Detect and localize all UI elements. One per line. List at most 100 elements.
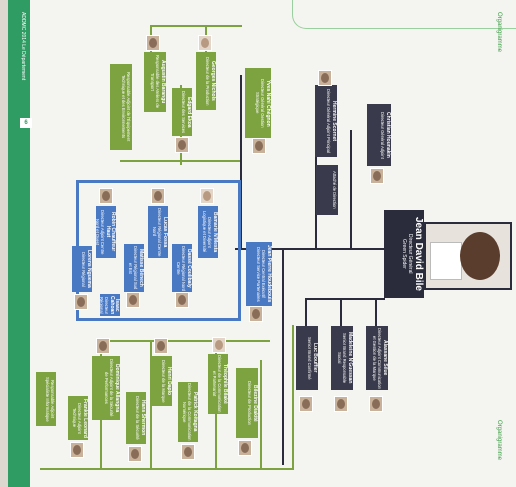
decorative-arc — [292, 0, 516, 29]
green-box-8-role: Directeur de la Marque — [161, 359, 166, 403]
green-box-7-role: Directeur de la Communication Numérique — [182, 383, 192, 441]
dark-box-3-role: Directeur Adjoint Communication et Gesti… — [372, 327, 382, 389]
dark-box-4-name: Madeleine N'Guessan — [347, 332, 353, 384]
green-box-11-role: Directeur Adjoint Technique — [72, 402, 82, 434]
green-box-3-name: Edgard Ekoa — [186, 96, 192, 128]
blue-box-1-name: Bamarie N'Mesta — [212, 211, 218, 253]
blue-right-connector — [238, 180, 241, 320]
green-box-0: Yves Nahi Chégnon Directeur Général Gest… — [245, 68, 271, 138]
green-bottom-connector — [40, 468, 294, 470]
green-box-10-role: Directeur Adjoint de la Sécurité de Perf… — [104, 359, 114, 417]
green-box-9-name: Hans Shermon — [140, 400, 146, 436]
green-box-11-name: Frankie Leonard — [82, 398, 88, 438]
green-bottom-spine — [292, 325, 294, 470]
spine-upper — [240, 75, 242, 250]
green-photo-2 — [146, 35, 160, 51]
blue-photo-0 — [249, 306, 263, 322]
blue-box-0: Jean Pierre Houdebouis Directeur Central… — [246, 242, 272, 306]
green-box-9-role: Directeur de la Sécurité — [135, 396, 140, 440]
blue-photo-1 — [200, 188, 214, 204]
dark-box-2: Attaché de Direction — [316, 165, 338, 215]
blue-box-3: Dassé Coulibaly Directeur Régional Nord … — [172, 244, 192, 292]
dark-box-4: Madeleine N'Guessan Senior Brand Respons… — [331, 326, 353, 390]
green-photo-3 — [175, 137, 189, 153]
section-label-top: Organigramme — [496, 12, 502, 53]
dark-photo-3 — [369, 396, 383, 412]
green-box-8: Henri Daplo Directeur de la Marque — [152, 356, 172, 406]
dark-box-3-name: Alassane Silue — [382, 340, 388, 376]
green-box-12: Responsable Adjoint Spécialiste Informat… — [36, 372, 56, 426]
blue-photo-5 — [126, 292, 140, 308]
green-box-2-role: Responsable des Ateliers de Transport — [150, 55, 160, 109]
green-box-3: Edgard Ekoa Directeur des Services — [172, 88, 192, 136]
blue-box-6-role: Directeur Régional — [81, 251, 86, 287]
dark-box-5-role: Senior Brand Confirmé — [307, 336, 312, 380]
blue-box-0-name: Jean Pierre Houdebouis — [266, 245, 272, 303]
blue-box-1: Bamarie N'Mesta Directeur Adjoint Logist… — [198, 206, 218, 258]
green-box-0-role: Directeur Général Gestion Stratégique — [255, 78, 265, 128]
green-box-1-role: Directeur de la Production — [205, 56, 210, 106]
green-box-3-role: Directeur des Services — [181, 90, 186, 134]
head-org: Green Spider — [401, 239, 407, 269]
dark-box-0-name: Hermine Scornet — [331, 100, 337, 141]
blue-box-2-name: Lucas Fossa — [162, 216, 168, 248]
head-name: Jean David Bile — [413, 217, 424, 291]
green-box-8-name: Henri Daplo — [166, 366, 172, 396]
green-photo-5 — [238, 440, 252, 456]
green-box-6-name: Théophile Bilaké — [222, 364, 228, 404]
blue-box-6: Lorens Nguema Directeur Régional — [72, 246, 92, 292]
green-photo-1 — [198, 35, 212, 51]
dark-connector-3 — [305, 298, 385, 300]
blue-photo-4 — [99, 188, 113, 204]
green-photo-8 — [154, 338, 168, 354]
blue-box-5-role: Directeur Régional Sud et Est — [128, 246, 138, 290]
blue-box-7-name: Isaac Cahoan — [109, 295, 120, 315]
green-box-4: Responsable Adjoint de l'Équipement Tech… — [110, 64, 132, 150]
green-box-5-name: Bilezine Diakité — [252, 384, 258, 422]
page-edge — [0, 0, 8, 487]
dark-box-0-role: Directeur Général Adjoint Principal — [326, 88, 331, 153]
green-box-2-name: Augustin Barangu — [160, 60, 166, 104]
blue-box-3-name: Dassé Coulibaly — [186, 248, 192, 288]
blue-photo-2 — [151, 188, 165, 204]
dark-photo-5 — [299, 396, 313, 412]
green-box-5-role: Directeur de Production — [247, 381, 252, 425]
dark-connector-4 — [305, 298, 307, 328]
dark-photo-0 — [318, 70, 332, 86]
blue-box-4-role: Directeur Adjoint Centre Nord et Ouest — [96, 209, 105, 255]
blue-box-5-name: Matisse Bénech — [138, 249, 144, 287]
green-box-10-name: Dominique Allangnа — [114, 363, 120, 413]
green-box-2: Augustin Barangu Responsable des Atelier… — [144, 52, 166, 112]
green-box-6: Théophile Bilaké Directeur de la Communi… — [208, 354, 228, 414]
section-label-bottom: Organigramme — [496, 420, 502, 461]
head-role: Directeur Général — [407, 234, 413, 274]
blue-box-3-role: Directeur Régional Nord Centre — [176, 245, 186, 291]
green-box-9: Hans Shermon Directeur de la Sécurité — [126, 392, 146, 444]
blue-box-7: Isaac Cahoan Directeur Régional Sud Oues… — [100, 294, 120, 316]
dark-box-0: Hermine Scornet Directeur Général Adjoin… — [315, 85, 337, 157]
green-photo-10 — [96, 338, 110, 354]
green-top-connector — [150, 25, 242, 27]
green-box-11: Frankie Leonard Directeur Adjoint Techni… — [68, 396, 88, 440]
dark-box-2-role: Attaché de Direction — [332, 171, 337, 209]
dark-box-4-role: Senior Brand Responsable Social — [337, 332, 347, 384]
green-box-1-name: Georges Nichols — [210, 61, 216, 101]
dark-box-1-role: Directeur Général Adjoint — [380, 111, 385, 159]
blue-box-4-name: Robin Chauffeur Haut — [105, 212, 116, 252]
sidebar-title: ADDMC 2014 Le Département — [20, 12, 26, 81]
dark-box-5-name: Luc Bouffier — [312, 343, 318, 373]
green-box-7: Patrick Koitagna Directeur de la Communi… — [178, 382, 198, 442]
green-mid-connector — [120, 160, 240, 162]
blue-box-7-role: Directeur Régional Sud Ouest — [100, 296, 109, 314]
green-drop-d — [260, 360, 262, 468]
dark-connector-5 — [340, 298, 342, 328]
head-photo-face — [460, 232, 500, 280]
blue-box-2: Lucas Fossa Directeur Régional Centre No… — [148, 206, 168, 258]
dark-connector-6 — [375, 298, 377, 328]
green-box-6-role: Directeur de la Communication et Partena… — [212, 355, 222, 413]
head-photo — [424, 222, 512, 290]
green-photo-9 — [128, 446, 142, 462]
dark-connector-2 — [350, 130, 352, 250]
head-photo-shirt — [430, 242, 462, 280]
green-drop-b — [150, 340, 152, 468]
